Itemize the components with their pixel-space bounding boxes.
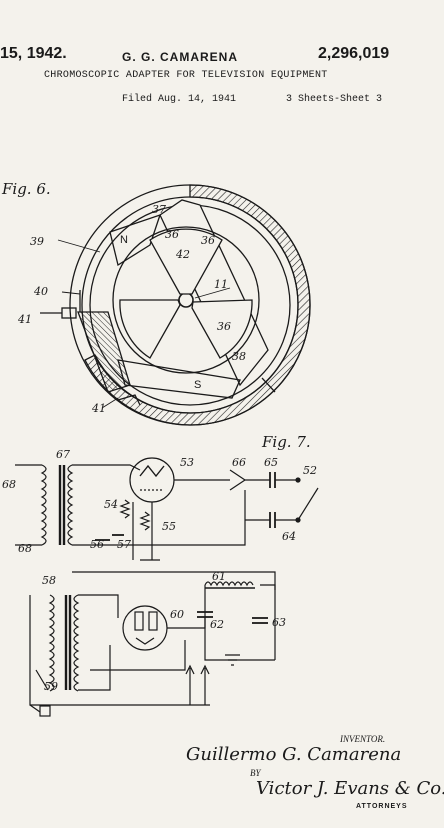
ref-58: 58 xyxy=(42,574,56,587)
magnet-pole-n xyxy=(109,213,162,267)
patent-title: CHROMOSCOPIC ADAPTER FOR TELEVISION EQUI… xyxy=(44,70,328,81)
ref-s: S xyxy=(194,379,201,391)
ref-62: 62 xyxy=(210,618,224,631)
shutter-blade-left xyxy=(119,299,181,359)
ref-54: 54 xyxy=(104,498,118,511)
ref-64: 64 xyxy=(282,530,296,543)
ref-11: 11 xyxy=(214,278,228,291)
plug xyxy=(39,705,51,717)
ref-68-lower: 68 xyxy=(18,542,32,555)
wire-filter-ground xyxy=(204,617,275,661)
by-label: BY xyxy=(250,768,261,778)
transformer-67-primary xyxy=(40,464,47,546)
pin-right xyxy=(261,377,276,393)
coil-66 xyxy=(229,469,247,491)
ref-38: 38 xyxy=(232,350,246,363)
ground-symbol xyxy=(225,654,240,666)
ref-41-lower: 41 xyxy=(91,402,106,415)
figure-7: Fig. 7. xyxy=(2,433,319,717)
resistor-54 xyxy=(119,499,131,519)
wire-rect-out xyxy=(167,585,206,629)
ref-40: 40 xyxy=(33,285,48,298)
sheet-count: 3 Sheets-Sheet 3 xyxy=(286,94,383,105)
tube-53 xyxy=(129,457,175,503)
ref-56: 56 xyxy=(90,538,104,551)
rectifier-plate-a xyxy=(134,611,144,631)
tube-53-filament xyxy=(139,464,165,478)
arrow-1 xyxy=(185,664,195,705)
switch-59 xyxy=(35,669,49,691)
ref-53: 53 xyxy=(180,456,194,469)
ref-63: 63 xyxy=(272,616,286,629)
leader-39 xyxy=(57,239,101,253)
ref-61: 61 xyxy=(212,570,226,583)
wire-loop xyxy=(90,640,186,671)
shutter-blade-right xyxy=(191,299,253,359)
ref-55: 55 xyxy=(162,520,176,533)
ref-67: 67 xyxy=(56,448,70,461)
fig7-label: Fig. 7. xyxy=(261,433,311,451)
lower-bracket xyxy=(117,394,141,406)
ref-60: 60 xyxy=(170,608,184,621)
patent-number: 2,296,019 xyxy=(318,45,390,62)
rectifier-plate-b xyxy=(148,611,158,631)
terminal-52-top xyxy=(295,477,301,483)
inventor-signature: Guillermo G. Camarena xyxy=(186,744,402,765)
terminal-52-bottom xyxy=(295,517,301,523)
leader-40 xyxy=(61,291,81,295)
arrow-2 xyxy=(200,664,210,705)
ref-59: 59 xyxy=(44,680,58,693)
switch-52 xyxy=(297,487,319,521)
ref-68-upper: 68 xyxy=(2,478,16,491)
leader-41-lower xyxy=(101,397,119,409)
rectifier-filament xyxy=(135,637,155,645)
wire-grid-feed xyxy=(72,464,141,471)
choke-61 xyxy=(204,581,254,587)
terminal-screw xyxy=(61,307,77,319)
figure-6: Fig. 6. 37 39 40 xyxy=(1,180,311,426)
transformer-67-secondary xyxy=(67,464,74,546)
ref-n: N xyxy=(120,234,128,246)
wire-rect-b xyxy=(78,645,111,691)
filed-date: Filed Aug. 14, 1941 xyxy=(122,94,237,105)
ref-42: 42 xyxy=(175,248,190,261)
ref-36-top: 36 xyxy=(165,228,179,241)
resistor-55 xyxy=(139,511,151,531)
housing-inner-circle xyxy=(81,196,299,414)
magnet-pole-s xyxy=(117,359,241,399)
ref-65: 65 xyxy=(264,456,278,469)
ref-41-upper: 41 xyxy=(17,313,32,326)
leader-11 xyxy=(194,287,231,299)
wire-choke-out xyxy=(260,584,276,660)
shutter-blade-top xyxy=(149,228,223,295)
ref-66: 66 xyxy=(232,456,246,469)
inventor-header: G. G. CAMARENA xyxy=(122,50,238,64)
ref-36-right: 36 xyxy=(201,234,215,247)
transformer-58-primary xyxy=(48,594,55,692)
ref-37: 37 xyxy=(152,203,166,216)
bus-line xyxy=(72,571,276,590)
ref-57: 57 xyxy=(117,538,131,551)
patent-date: 15, 1942. xyxy=(0,45,67,62)
ref-39: 39 xyxy=(30,235,44,248)
color-disc xyxy=(112,226,260,374)
attorney-signature: Victor J. Evans & Co. xyxy=(256,778,444,799)
attorneys-label: ATTORNEYS xyxy=(356,803,408,810)
disc-shaft xyxy=(178,292,194,308)
wire-return xyxy=(72,490,246,546)
plug-lead xyxy=(29,704,41,713)
wire-rect-a xyxy=(78,594,119,618)
ref-52: 52 xyxy=(303,464,317,477)
fig6-label: Fig. 6. xyxy=(1,180,51,198)
inventor-label: INVENTOR. xyxy=(340,734,386,744)
ref-36-bottom: 36 xyxy=(217,320,231,333)
transformer-58-secondary xyxy=(73,594,80,692)
coil-winding xyxy=(77,311,131,393)
